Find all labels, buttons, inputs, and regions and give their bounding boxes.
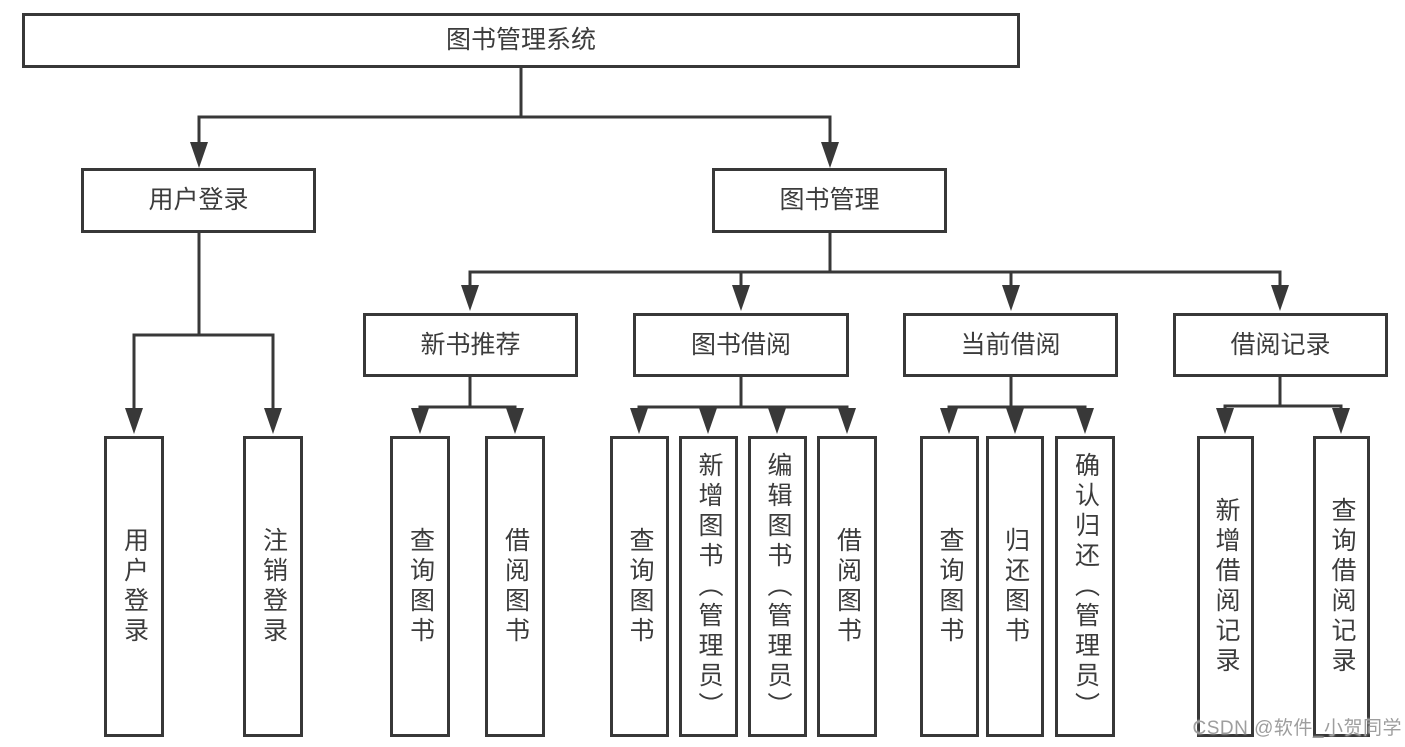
node-label: 新增借阅记录 [1212,496,1240,677]
node-label: 借阅图书 [501,526,530,647]
node-label: 查询借阅记录 [1328,496,1356,677]
leaf-query-borrow-record: 查询借阅记录 [1313,436,1370,737]
arrowhead [125,408,143,434]
leaf-add-books-admin: 新增图书（管理员） [679,436,738,737]
arrowhead [1006,408,1024,434]
connectors-current-borrowing [947,377,1087,412]
connectors-user-login [132,233,275,410]
node-label: 借阅记录 [1230,330,1331,359]
connectors-book-borrowing [637,377,849,412]
csdn-watermark: CSDN @软件_小贺同学 [1192,718,1402,739]
node-label: 查询图书 [936,526,964,647]
node-label: 归还图书 [1001,526,1030,647]
node-borrowing-records: 借阅记录 [1173,313,1388,377]
leaf-return-books: 归还图书 [986,436,1044,737]
node-label: 当前借阅 [960,330,1061,359]
connectors-new-book-recommend [418,377,517,412]
leaf-logout: 注销登录 [243,436,303,737]
node-book-borrowing: 图书借阅 [633,313,849,377]
arrowhead [732,285,750,311]
connectors-borrowing-records [1223,377,1343,412]
arrowhead [506,408,524,434]
node-label: 用户登录 [120,526,149,647]
node-label: 查询图书 [406,526,435,647]
node-label: 新增图书（管理员） [695,451,723,722]
arrowheads [125,142,1350,434]
node-label: 借阅图书 [833,526,862,647]
arrowhead [699,408,717,434]
node-library-system: 图书管理系统 [22,13,1020,68]
node-label: 图书管理 [779,186,880,214]
arrowhead [461,285,479,311]
arrowhead [1271,285,1289,311]
node-current-borrowing: 当前借阅 [903,313,1118,377]
arrowhead [940,408,958,434]
node-label: 编辑图书（管理员） [764,451,792,722]
arrowhead [190,142,208,168]
arrowhead [411,408,429,434]
arrowhead [264,408,282,434]
node-label: 图书借阅 [690,330,791,359]
node-label: 新书推荐 [420,330,521,359]
leaf-edit-books-admin: 编辑图书（管理员） [748,436,807,737]
node-label: 注销登录 [259,526,288,647]
node-label: 确认归还（管理员） [1071,451,1100,722]
node-new-book-recommend: 新书推荐 [363,313,578,377]
leaf-query-books-current: 查询图书 [920,436,979,737]
arrowhead [838,408,856,434]
arrowhead [1002,285,1020,311]
arrowhead [630,408,648,434]
leaf-borrow-books-borrowing: 借阅图书 [817,436,877,737]
arrowhead [1216,408,1234,434]
arrowhead [821,142,839,168]
leaf-query-books-recommend: 查询图书 [390,436,450,737]
leaf-add-borrow-record: 新增借阅记录 [1197,436,1254,737]
arrowhead [1076,408,1094,434]
connectors-book-management [468,233,1282,288]
node-label: 用户登录 [148,186,249,214]
node-book-management: 图书管理 [712,168,947,233]
leaf-borrow-books-recommend: 借阅图书 [485,436,545,737]
leaf-confirm-return-admin: 确认归还（管理员） [1055,436,1115,737]
connectors-root [197,68,832,146]
leaf-query-books-borrowing: 查询图书 [610,436,669,737]
node-user-login: 用户登录 [81,168,316,233]
arrowhead [1332,408,1350,434]
leaf-user-login: 用户登录 [104,436,164,737]
arrowhead [768,408,786,434]
node-label: 图书管理系统 [445,26,596,54]
node-label: 查询图书 [626,526,654,647]
